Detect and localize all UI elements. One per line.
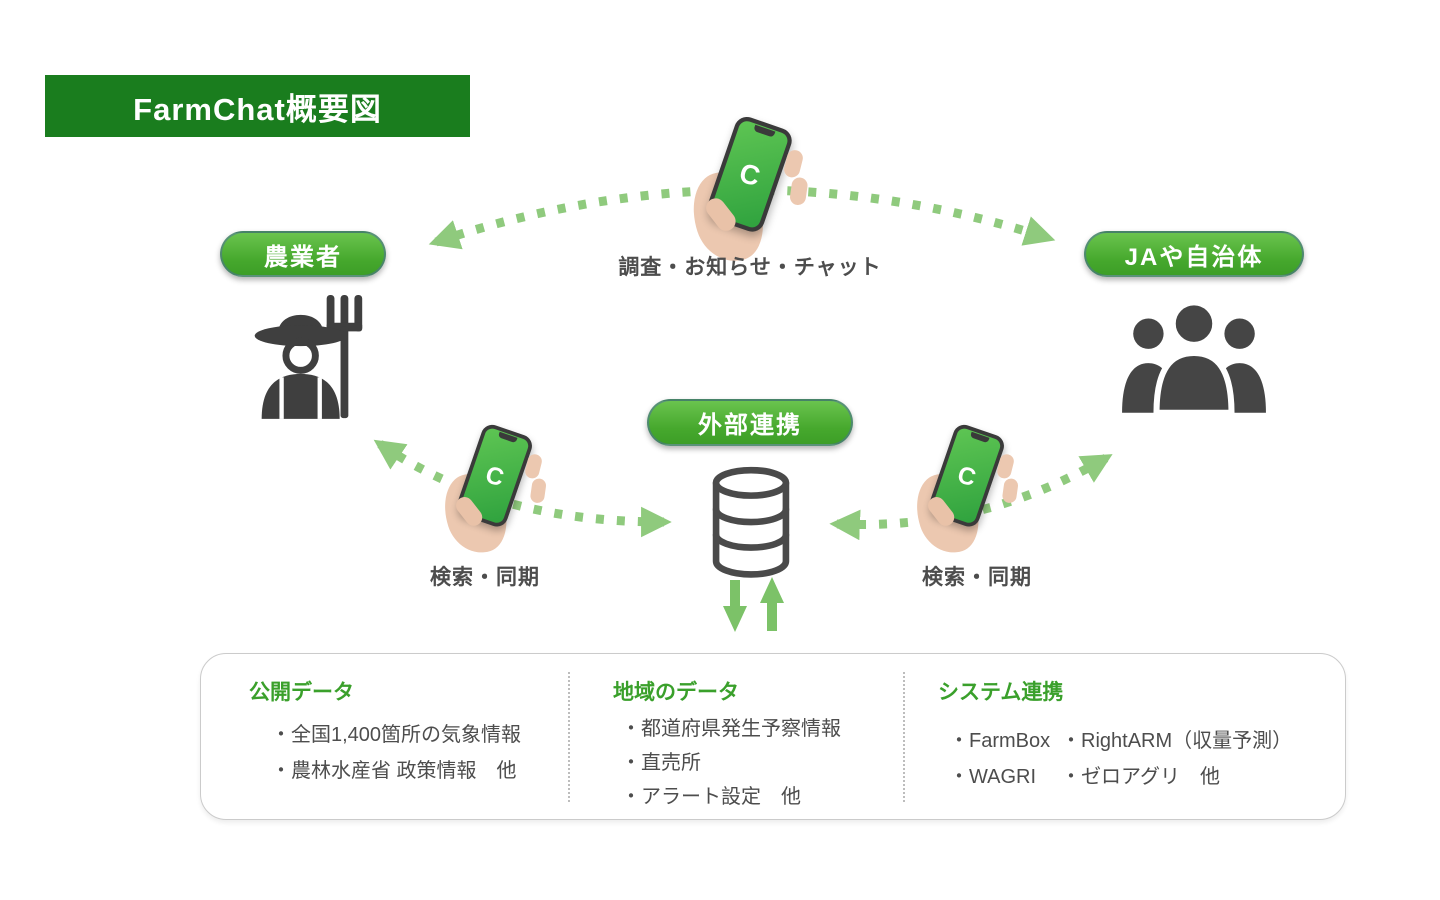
public-data-item: ・全国1,400箇所の気象情報 [271, 724, 522, 746]
database-down-arrow [723, 580, 747, 632]
farmchat-app-logo: C [482, 459, 507, 492]
farmers-node-pill: 農業者 [220, 231, 386, 277]
panel-divider [568, 672, 570, 802]
regional-data-item: ・アラート設定 他 [621, 786, 801, 808]
panel-divider [903, 672, 905, 802]
left-edge-label: 検索・同期 [430, 566, 540, 589]
farmchat-app-logo: C [735, 155, 764, 192]
data-sources-panel: 公開データ ・全国1,400箇所の気象情報 ・農林水産省 政策情報 他 地域のデ… [200, 653, 1346, 820]
finger [788, 176, 809, 207]
public-data-item: ・農林水産省 政策情報 他 [271, 760, 517, 782]
regional-data-heading: 地域のデータ [613, 681, 739, 704]
smartphone-left: C [434, 421, 562, 562]
system-integration-item: ・WAGRI [949, 766, 1037, 788]
system-integration-item: ・RightARM（収量予測） [1061, 730, 1293, 752]
phone-notch [969, 431, 990, 444]
top-edge-label: 調査・お知らせ・チャット [618, 256, 882, 279]
regional-data-item: ・都道府県発生予察情報 [621, 718, 841, 740]
government-node-pill: JAや自治体 [1084, 231, 1304, 277]
left-dotted-arrow [373, 439, 672, 538]
phone-notch [753, 124, 776, 138]
smartphone-top: C [681, 113, 826, 271]
farmchat-app-logo: C [954, 459, 979, 492]
system-integration-item: ・FarmBox [949, 730, 1051, 752]
phone-notch [497, 431, 518, 444]
database-icon [702, 464, 800, 587]
diagram-title: FarmChat概要図 [45, 75, 470, 137]
farmer-icon [240, 286, 370, 426]
top-dotted-arc-arrow [428, 185, 1056, 250]
public-data-heading: 公開データ [249, 681, 354, 704]
regional-data-item: ・直売所 [621, 752, 701, 774]
external-integration-pill: 外部連携 [647, 399, 853, 446]
people-group-icon [1118, 296, 1270, 418]
finger [1001, 477, 1019, 504]
system-integration-heading: システム連携 [938, 681, 1064, 704]
right-edge-label: 検索・同期 [922, 566, 1032, 589]
database-up-arrow [760, 577, 784, 631]
smartphone-right: C [906, 421, 1034, 562]
finger [529, 477, 547, 504]
system-integration-item: ・ゼロアグリ 他 [1061, 766, 1220, 788]
